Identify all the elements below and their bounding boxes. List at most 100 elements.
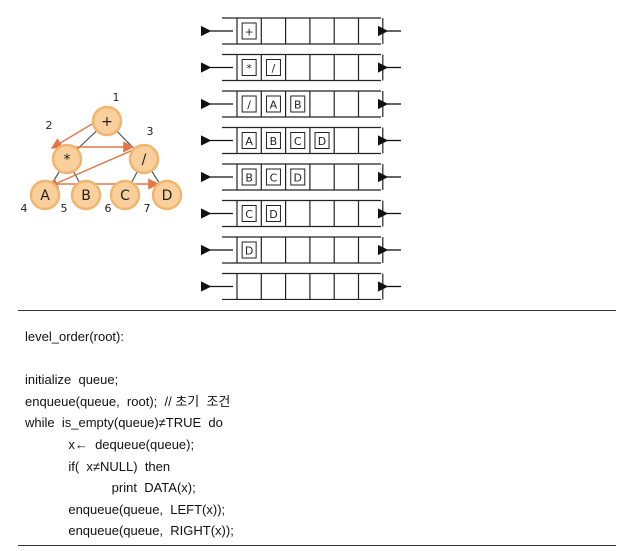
tree-node: *2 xyxy=(46,119,83,175)
code-line: enqueue(queue, RIGHT(x)); xyxy=(25,523,234,539)
node-label: B xyxy=(81,188,91,204)
queue-item-box xyxy=(265,168,281,186)
tree-node: A4 xyxy=(21,179,61,215)
queue-item-box xyxy=(241,132,257,149)
queue-item: A xyxy=(265,95,281,113)
queue-item-label: D xyxy=(294,172,302,185)
tree-node: B5 xyxy=(61,179,102,215)
queue-item: C xyxy=(241,205,257,222)
queue-item: / xyxy=(265,59,281,76)
queue-item-label: / xyxy=(272,62,276,75)
queue-item: / xyxy=(241,95,257,113)
tree-node: D7 xyxy=(144,179,183,215)
code-line: enqueue(queue, root); // 초기 조건 xyxy=(25,393,231,409)
queue-item: D xyxy=(290,168,306,186)
top-divider xyxy=(18,310,616,311)
queue-item-box xyxy=(265,59,281,76)
code-line: enqueue(queue, LEFT(x)); xyxy=(25,501,226,517)
queue-item: * xyxy=(241,59,257,76)
node-circle xyxy=(128,143,160,175)
queue-item-box xyxy=(241,168,257,186)
queue-item-box xyxy=(241,95,257,113)
queue-item-box xyxy=(265,95,281,113)
queue-item-box xyxy=(290,132,306,149)
queue-item: D xyxy=(241,241,257,259)
queue-item-label: A xyxy=(245,135,253,148)
visit-order-number: 7 xyxy=(144,202,151,215)
code-line: while is_empty(queue)≠TRUE do xyxy=(25,415,223,431)
queue-item-box xyxy=(265,132,281,149)
queue-row: */ xyxy=(200,53,401,82)
code-line: print DATA(x); xyxy=(25,480,196,496)
code-line: if( x≠NULL) then xyxy=(25,458,171,474)
tree-node: +1 xyxy=(91,91,123,137)
node-circle xyxy=(151,179,183,211)
traversal-arrow xyxy=(46,149,134,189)
queue-item-label: + xyxy=(245,26,254,39)
queue-item-box xyxy=(290,168,306,186)
queue-item-box xyxy=(265,205,281,222)
tree-node: /3 xyxy=(128,125,160,175)
queue-item-box xyxy=(241,22,257,40)
queue-item: B xyxy=(290,95,306,113)
queue-row: / A B xyxy=(200,90,401,118)
queue-item-label: D xyxy=(318,135,326,148)
node-circle xyxy=(91,105,123,137)
queue-item-label: C xyxy=(270,172,278,185)
visit-order-number: 3 xyxy=(147,125,154,138)
queue-item: A xyxy=(241,132,257,149)
queue-item-label: B xyxy=(294,99,302,112)
queue-item-label: A xyxy=(270,99,278,112)
queue-item-label: D xyxy=(245,245,253,258)
node-label: / xyxy=(142,152,147,168)
node-label: + xyxy=(101,114,113,130)
tree-node: C6 xyxy=(105,179,141,215)
queue-item-box xyxy=(241,59,257,76)
code-line: initialize queue; xyxy=(25,372,119,388)
code-line: x← dequeue(queue); xyxy=(25,436,195,452)
node-circle xyxy=(51,143,83,175)
code-line: level_order(root): xyxy=(25,329,124,344)
queue-item-label: C xyxy=(245,208,253,221)
visit-order-number: 1 xyxy=(113,91,120,104)
queue-item-label: / xyxy=(247,99,251,112)
queue-item: B xyxy=(265,132,281,149)
queue-item-box xyxy=(241,205,257,222)
queue-item-label: D xyxy=(269,208,277,221)
queue-row: D xyxy=(200,236,401,264)
visit-order-number: 5 xyxy=(61,202,68,215)
queue-item-label: B xyxy=(270,135,278,148)
queue-item-label: C xyxy=(294,135,302,148)
queue-row: A B C D xyxy=(200,126,401,155)
pseudocode-block: level_order(root): initialize queue; enq… xyxy=(25,326,234,542)
traversal-arrows xyxy=(46,120,160,190)
queue-item-box xyxy=(290,95,306,113)
node-label: C xyxy=(120,188,130,204)
queue-item: B xyxy=(241,168,257,186)
traversal-arrow xyxy=(50,120,98,149)
queue-item-box xyxy=(241,241,257,259)
queue-item-box xyxy=(314,132,330,149)
queue-item: + xyxy=(241,22,257,40)
queue-item: C xyxy=(290,132,306,149)
visit-order-number: 2 xyxy=(46,119,53,132)
queue-item: D xyxy=(265,205,281,222)
queue-row: + xyxy=(200,17,401,45)
bottom-divider xyxy=(18,545,616,546)
queue-row xyxy=(200,272,401,300)
node-label: D xyxy=(162,188,173,204)
node-label: * xyxy=(64,152,71,168)
queue-item: C xyxy=(265,168,281,186)
code-line xyxy=(25,348,234,370)
queue-item-label: * xyxy=(246,62,252,75)
node-circle xyxy=(29,179,61,211)
node-circle xyxy=(109,179,141,211)
visit-order-number: 4 xyxy=(21,202,28,215)
node-circle xyxy=(70,179,102,211)
node-label: A xyxy=(40,188,50,204)
